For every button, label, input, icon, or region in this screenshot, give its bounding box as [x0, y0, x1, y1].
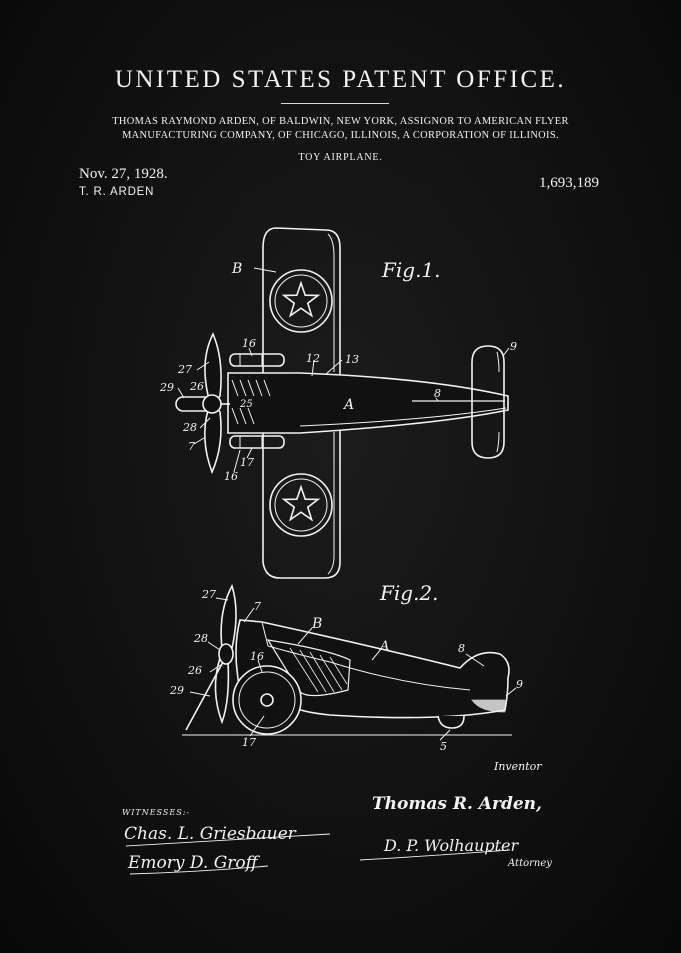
witness-signature-flourish [125, 833, 331, 875]
fig2-ref-26: 26 [187, 664, 202, 677]
fig1-propeller [175, 332, 230, 475]
fig1-ref-25: 25 [239, 399, 253, 410]
fig1-ref-29: 29 [159, 381, 174, 394]
fig1-wing-outline [262, 227, 341, 579]
witness-2-signature: Emory D. Groff [127, 853, 261, 873]
fig1-ref-wing: B [231, 261, 242, 277]
fig1-ref-16-top: 16 [242, 337, 256, 350]
patent-date: Nov. 27, 1928. [79, 166, 168, 182]
patent-heading: THOMAS RAYMOND ARDEN, OF BALDWIN, NEW YO… [60, 115, 621, 142]
fig2-ref-28: 28 [193, 632, 208, 645]
fig1-ref-13: 13 [345, 353, 359, 366]
fig1-ref-17: 17 [240, 456, 254, 469]
fig2-ref-9: 9 [516, 678, 523, 691]
witness-1-signature: Chas. L. Griesbauer [124, 824, 297, 844]
patent-subject: TOY AIRPLANE. [298, 152, 383, 163]
attorney-label: Attorney [507, 858, 552, 869]
fig1-ref-9: 9 [510, 340, 517, 353]
fig2-ref-8: 8 [458, 642, 465, 655]
office-title: UNITED STATES PATENT OFFICE. [114, 66, 567, 93]
fig1-ref-26: 26 [189, 380, 204, 393]
fig2-wing [266, 639, 351, 697]
fig1-lower-motor [229, 435, 285, 449]
fig2-labels: Fig.2. 27 7 B A 8 28 16 26 29 9 17 5 [169, 581, 523, 753]
fig2-ref-wing: B [311, 616, 322, 632]
fig2-side-view [182, 583, 517, 741]
fig1-lower-star-roundel [269, 473, 333, 537]
fig1-upper-star-roundel [269, 269, 333, 333]
fig1-top-view [175, 227, 510, 579]
fig2-ref-7: 7 [254, 600, 261, 613]
fig2-ref-16: 16 [250, 650, 264, 663]
fig2-tail-skid [437, 715, 465, 729]
heading-line-1: THOMAS RAYMOND ARDEN, OF BALDWIN, NEW YO… [112, 116, 569, 127]
fig2-ref-29: 29 [169, 684, 184, 697]
patent-number: 1,693,189 [539, 175, 599, 191]
fig1-ref-8: 8 [434, 387, 441, 400]
inventor-short-name: T. R. ARDEN [79, 186, 155, 198]
fig1-ref-fuselage: A [342, 397, 354, 413]
fig2-propeller [185, 583, 237, 731]
witnesses-label: WITNESSES:- [122, 808, 190, 817]
title-divider [281, 103, 389, 104]
fig1-ref-7: 7 [188, 440, 195, 453]
fig2-ref-27: 27 [201, 588, 216, 601]
fig2-ref-5: 5 [440, 740, 447, 753]
fig1-labels: Fig.1. B A 9 8 16 12 13 27 29 26 25 28 7… [159, 258, 517, 483]
fig1-ref-27: 27 [177, 363, 192, 376]
fig1-wing-edge [327, 233, 335, 372]
inventor-label: Inventor [493, 760, 542, 773]
fig1-ref-16-bottom: 16 [224, 470, 238, 483]
fig1-tail-plane [471, 345, 505, 459]
fig2-ref-fuselage: A [379, 639, 389, 654]
heading-line-2: MANUFACTURING COMPANY, OF CHICAGO, ILLIN… [122, 129, 559, 141]
inventor-signature: Thomas R. Arden, [372, 794, 542, 814]
fig1-ref-28: 28 [182, 421, 197, 434]
fig2-label: Fig.2. [379, 581, 439, 605]
fig1-fuselage [227, 372, 509, 434]
fig1-upper-motor [229, 353, 285, 367]
attorney-signature: D. P. Wolhaupter [383, 836, 520, 855]
fig2-ref-17: 17 [242, 736, 256, 749]
fig2-wheel [232, 665, 302, 735]
signature-block: WITNESSES:- Chas. L. Griesbauer Emory D.… [122, 760, 552, 875]
fig1-ref-12: 12 [306, 352, 320, 365]
fig1-label: Fig.1. [381, 258, 441, 282]
attorney-signature-flourish [359, 849, 511, 861]
